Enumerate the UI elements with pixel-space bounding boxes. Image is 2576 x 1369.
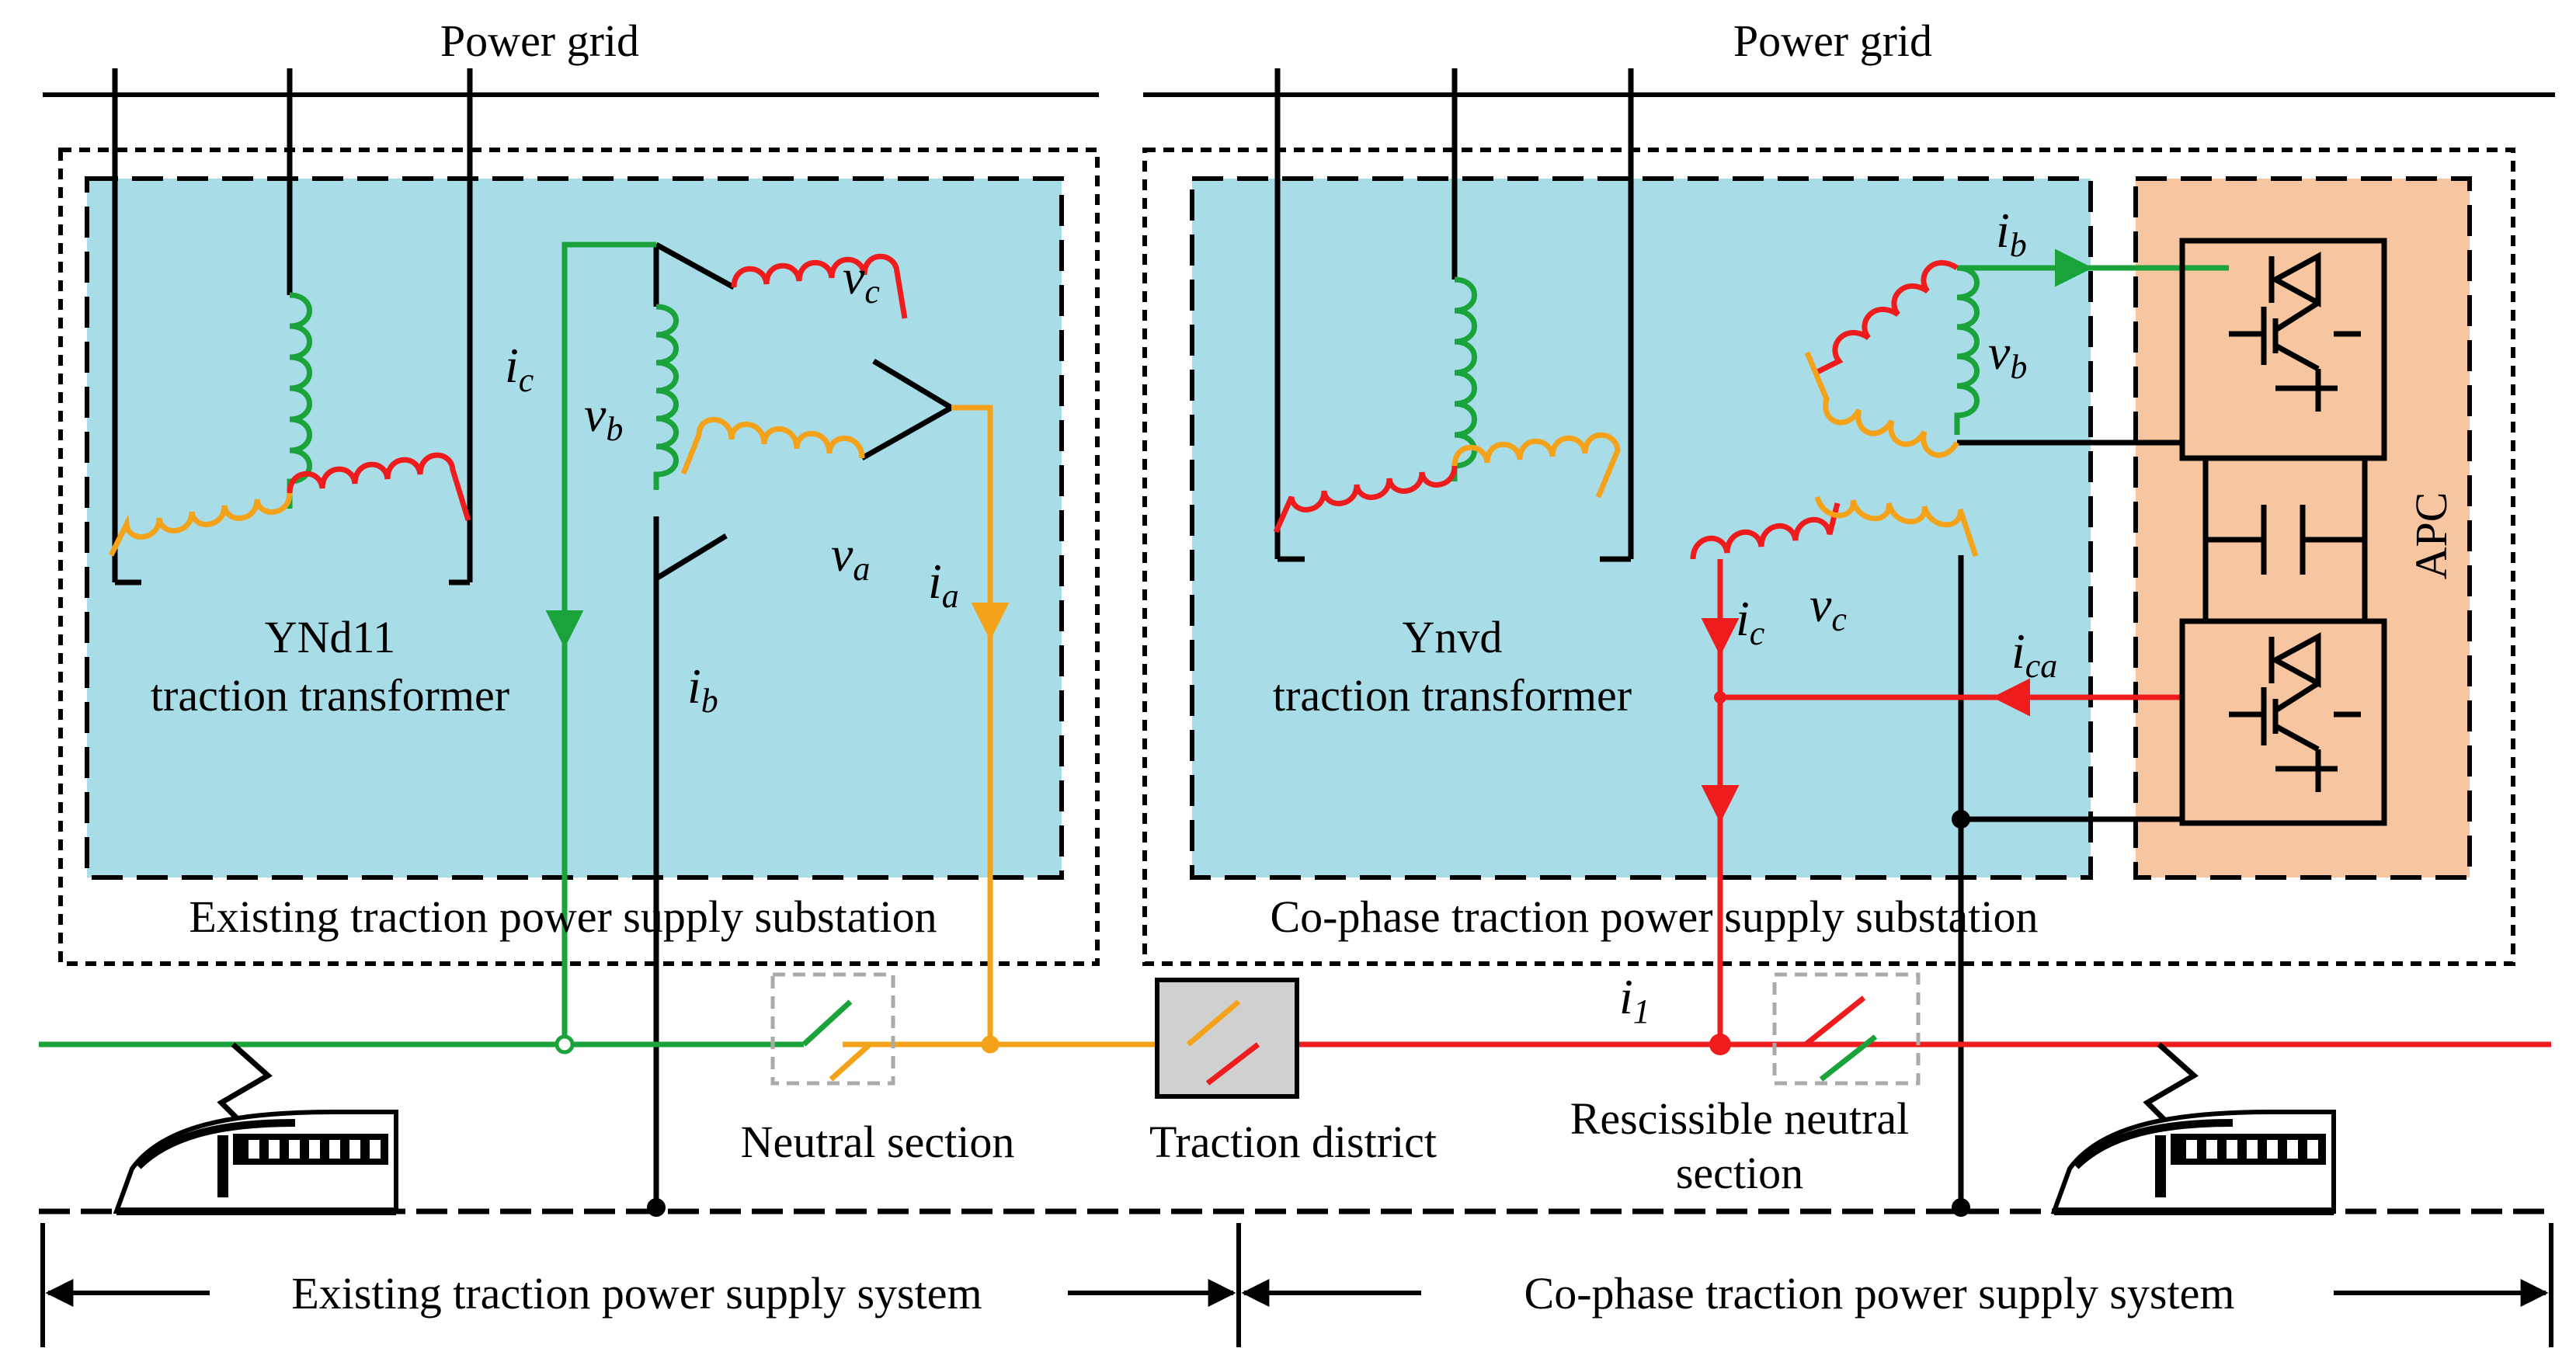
junction-rail-cophase (1952, 1198, 1970, 1217)
ic-label-existing: ic (505, 338, 534, 399)
system-span-markers (40, 1223, 2553, 1347)
cophase-system-label: Co-phase traction power supply system (1524, 1268, 2235, 1319)
junction-rail-existing (647, 1198, 666, 1217)
ynd11-name: YNd11 (265, 612, 396, 662)
traction-district-orange (1186, 999, 1241, 1047)
ic-feeder-existing (561, 241, 656, 1044)
vc-label-existing: vc (843, 249, 880, 311)
junction-ic-existing (554, 1034, 575, 1055)
ia-label-existing: ia (928, 554, 959, 615)
rescissible-green-link (1819, 1034, 1878, 1082)
neutral-section-green-link (801, 999, 853, 1047)
ia-feeder-existing (951, 405, 993, 1044)
ynd11-primary-winding (108, 68, 473, 585)
junction-cophase-return (1952, 810, 1970, 829)
vb-label-cophase: vb (1988, 325, 2027, 386)
pantograph-right (2143, 1042, 2199, 1132)
ynvd-desc: traction transformer (1273, 670, 1632, 721)
ib-label-existing: ib (687, 658, 718, 720)
traction-district-box (1155, 978, 1299, 1099)
power-grid-label-right: Power grid (1733, 16, 1932, 66)
vb-label-existing: vb (584, 387, 623, 448)
neutral-section-label: Neutral section (741, 1117, 1015, 1167)
i1-label: i1 (1619, 969, 1650, 1030)
ic-label-cophase: ic (1736, 591, 1765, 652)
vc-label-cophase: vc (1809, 577, 1847, 638)
existing-substation-area (87, 179, 1062, 877)
cophase-substation-label: Co-phase traction power supply substatio… (1270, 891, 2038, 942)
ynvd-primary-winding (1273, 68, 1634, 562)
rescissible-label-2: section (1676, 1148, 1803, 1198)
ynvd-name: Ynvd (1403, 612, 1503, 662)
rescissible-section-box (1772, 972, 1921, 1086)
existing-substation-label: Existing traction power supply substatio… (189, 891, 937, 942)
junction-ia-existing (981, 1035, 999, 1054)
ynvd-secondary-vb (1804, 260, 2229, 458)
neutral-section-orange-link (829, 1042, 872, 1082)
ib-label-cophase: ib (1996, 203, 2027, 264)
power-grid-label-left: Power grid (440, 16, 639, 66)
apc-label: APC (2406, 492, 2456, 580)
rescissible-label-1: Rescissible neutral (1570, 1093, 1910, 1144)
ynd11-desc: traction transformer (151, 670, 509, 721)
junction-i1-cophase (1709, 1034, 1731, 1055)
train-left-icon (116, 1112, 396, 1211)
traction-district-red (1205, 1042, 1260, 1086)
train-right-icon (2054, 1112, 2334, 1211)
existing-transformer-box (85, 176, 1064, 880)
apc-box (2133, 176, 2472, 880)
va-label-existing: va (831, 526, 870, 588)
cophase-substation-area (1192, 179, 2091, 877)
ynd11-secondary-delta (653, 241, 953, 1207)
apc-converter (2179, 238, 2387, 826)
ica-label: ica (2011, 624, 2057, 685)
neutral-section-box (770, 972, 895, 1086)
cophase-substation-frame (1142, 148, 2515, 966)
existing-system-label: Existing traction power supply system (291, 1268, 982, 1319)
junction-ica (1714, 691, 1726, 704)
traction-district-label: Traction district (1149, 1117, 1437, 1167)
rescissible-red-link (1803, 995, 1866, 1047)
cophase-transformer-box (1190, 176, 2093, 880)
existing-substation-frame (58, 148, 1100, 966)
